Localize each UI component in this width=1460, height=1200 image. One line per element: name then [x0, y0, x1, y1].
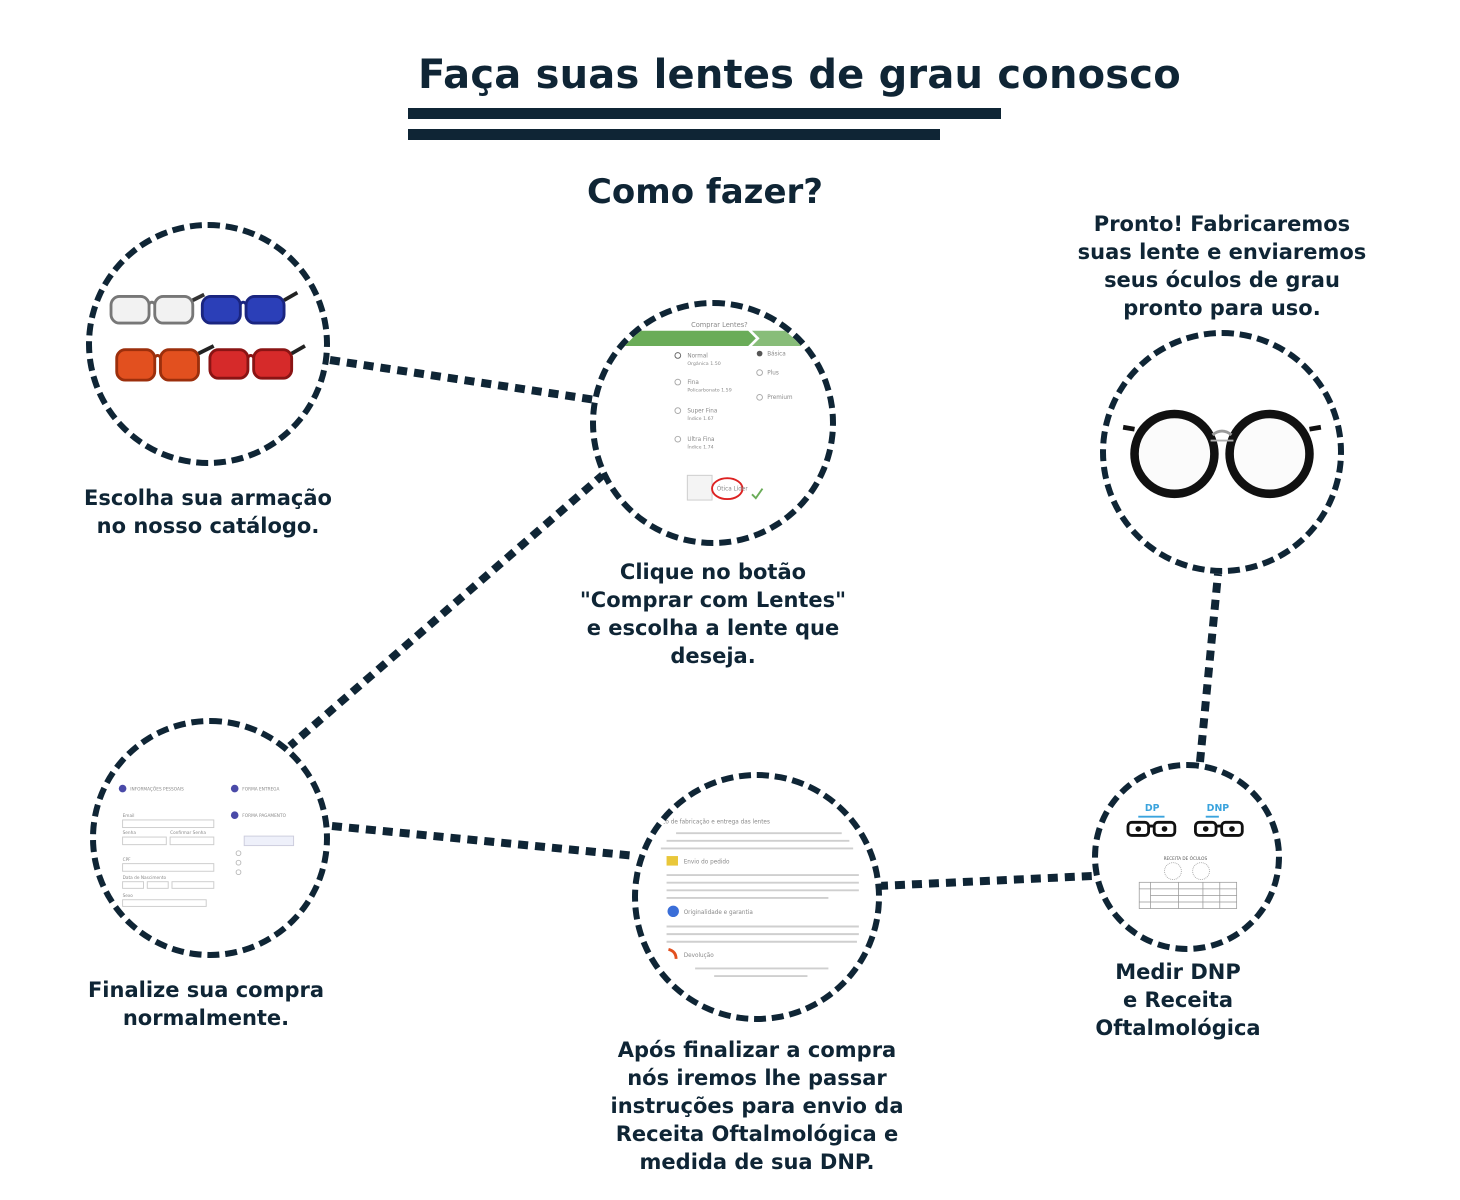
checkout-field-password: Senha	[123, 830, 137, 836]
dnp-label: DNP	[1207, 803, 1230, 814]
instructions-caption: Após finalizar a compra nós iremos lhe p…	[610, 1038, 904, 1174]
lens-option-4-detail: Índice 1.74	[687, 444, 713, 451]
lens-option-2: Fina	[687, 380, 699, 386]
lens-option-3: Super Fina	[687, 409, 717, 415]
ready-circle	[1100, 330, 1344, 574]
checkout-caption: Finalize sua compra normalmente.	[87, 978, 325, 1030]
treatment-option-2: Plus	[767, 370, 779, 376]
instructions-circle: Prazo de fabricação e entrega das lentes…	[632, 772, 882, 1022]
section-subtitle: Como fazer?	[586, 172, 823, 212]
info-section-warranty: Originalidade e garantia	[684, 910, 753, 916]
checkout-section-payment: FORMA PAGAMENTO	[242, 813, 286, 819]
lens-modal-circle: Comprar Lentes? Normal Orgânica 1.50 Fin…	[590, 300, 836, 546]
title-underline-2	[408, 129, 940, 140]
lens-option-1: Normal	[687, 353, 708, 359]
checkout-field-cpf: CPF	[123, 857, 132, 863]
page-title: Faça suas lentes de grau conosco	[418, 52, 1181, 98]
store-stamp-text: Ótica Líder	[717, 486, 749, 493]
badge-icon	[667, 905, 679, 917]
checkout-field-sex: Sexo	[123, 893, 134, 899]
dp-glasses-icon	[1126, 820, 1177, 837]
connector-checkout-to-info	[331, 822, 637, 860]
prescription-table	[1138, 881, 1238, 909]
treatment-option-1: Básica	[767, 350, 786, 357]
checkout-field-confirm: Confirmar Senha	[170, 830, 206, 836]
glasses-catalog-image	[109, 291, 306, 382]
info-section-shipping: Envio do pedido	[684, 860, 730, 866]
check-icon	[751, 488, 764, 500]
buy-lenses-caption: Clique no botão "Comprar com Lentes" e e…	[579, 560, 847, 668]
dnp-measurement-image: DP DNP RECEITA DE ÓCULOS	[1126, 803, 1244, 909]
title-underline-1	[408, 108, 1001, 119]
orange-frame-glasses	[115, 344, 215, 382]
checkout-field-birthdate: Data de Nascimento	[123, 875, 167, 881]
lens-option-1-detail: Orgânica 1.50	[687, 360, 720, 367]
checkout-section-personal: INFORMAÇÕES PESSOAIS	[130, 786, 184, 793]
catalog-caption: Escolha sua armação no nosso catálogo.	[84, 486, 332, 538]
connector-catalog-to-lens	[329, 356, 597, 404]
catalog-circle	[86, 222, 330, 466]
box-icon	[666, 856, 678, 866]
connector-info-to-measure	[877, 872, 1093, 890]
lens-modal-title: Comprar Lentes?	[691, 321, 748, 329]
measure-caption: Medir DNP e Receita Oftalmológica	[1095, 960, 1261, 1040]
treatment-option-3: Premium	[767, 395, 793, 401]
prescription-title: RECEITA DE ÓCULOS	[1164, 856, 1208, 861]
store-stamp	[711, 477, 744, 501]
checkout-section-shipping: FORMA ENTREGA	[242, 787, 279, 793]
lens-option-3-detail: Índice 1.67	[687, 415, 713, 422]
info-page-screenshot: Prazo de fabricação e entrega das lentes…	[653, 820, 859, 977]
red-frame-glasses	[208, 344, 306, 380]
info-section-return: Devolução	[684, 953, 715, 959]
lens-option-4: Ultra Fina	[687, 437, 714, 443]
checkout-field-email: Email	[123, 813, 135, 819]
blue-frame-glasses	[200, 291, 299, 325]
return-icon	[668, 947, 678, 959]
lens-option-2-detail: Policarbonato 1.59	[687, 388, 731, 394]
eyeglasses-image	[1122, 409, 1322, 499]
measure-circle: DP DNP RECEITA DE ÓCULOS	[1092, 762, 1282, 952]
dnp-glasses-icon	[1194, 820, 1244, 837]
checkout-form-screenshot: INFORMAÇÕES PESSOAIS FORMA ENTREGA FORMA…	[118, 784, 295, 907]
ready-caption: Pronto! Fabricaremos suas lente e enviar…	[1077, 212, 1367, 320]
lens-modal-screenshot: Comprar Lentes? Normal Orgânica 1.50 Fin…	[624, 321, 830, 501]
white-frame-glasses	[109, 292, 206, 325]
info-heading: Prazo de fabricação e entrega das lentes	[653, 820, 770, 826]
connector-measure-to-ready	[1196, 573, 1222, 763]
connector-lens-to-checkout	[287, 470, 607, 750]
checkout-circle: INFORMAÇÕES PESSOAIS FORMA ENTREGA FORMA…	[90, 718, 330, 958]
dp-label: DP	[1145, 803, 1160, 814]
